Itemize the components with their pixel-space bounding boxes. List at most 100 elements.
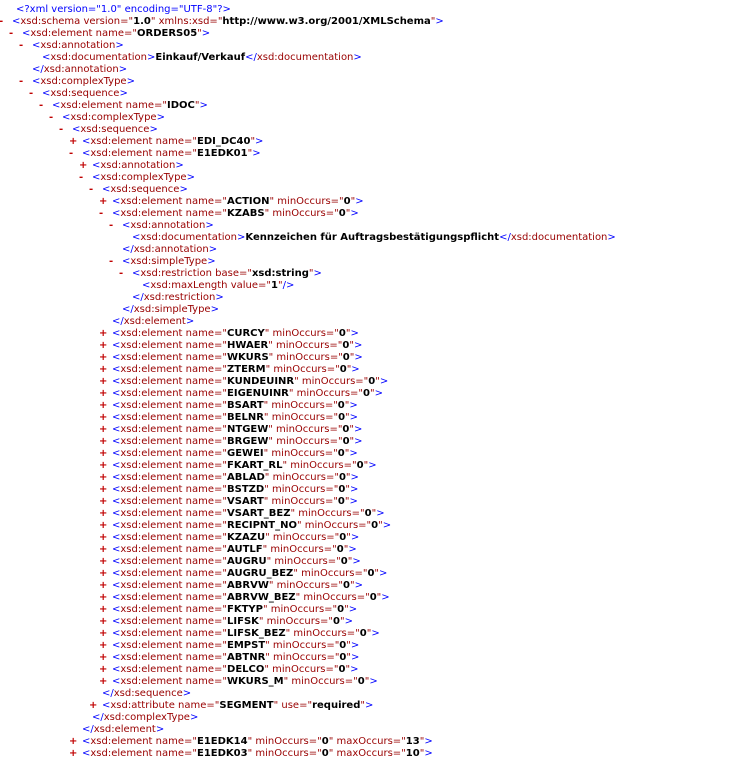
xml-line[interactable]: +<xsd:element name="AUGRU" minOccurs="0"…	[0, 556, 752, 568]
xml-line[interactable]: +<xsd:element name="BSTZD" minOccurs="0"…	[0, 484, 752, 496]
xml-line[interactable]: +<xsd:element name="KUNDEUINR" minOccurs…	[0, 376, 752, 388]
collapse-toggle[interactable]: -	[49, 112, 54, 123]
xml-line[interactable]: -<xsd:restriction base="xsd:string">	[0, 268, 752, 280]
expand-toggle[interactable]: +	[99, 448, 108, 459]
expand-toggle[interactable]: +	[89, 700, 98, 711]
xml-line[interactable]: +<xsd:element name="ABLAD" minOccurs="0"…	[0, 472, 752, 484]
expand-toggle[interactable]: +	[69, 136, 78, 147]
collapse-toggle[interactable]: -	[19, 40, 24, 51]
xml-line[interactable]: +<xsd:element name="EDI_DC40">	[0, 136, 752, 148]
expand-toggle[interactable]: +	[99, 532, 108, 543]
xml-line[interactable]: +<xsd:element name="ZTERM" minOccurs="0"…	[0, 364, 752, 376]
expand-toggle[interactable]: +	[99, 484, 108, 495]
xml-line[interactable]: -<xsd:element name="ORDERS05">	[0, 28, 752, 40]
xml-line[interactable]: +<xsd:element name="BRGEW" minOccurs="0"…	[0, 436, 752, 448]
xml-line[interactable]: +<xsd:element name="FKART_RL" minOccurs=…	[0, 460, 752, 472]
xml-line[interactable]: -<xsd:simpleType>	[0, 256, 752, 268]
collapse-toggle[interactable]: -	[69, 148, 74, 159]
collapse-toggle[interactable]: -	[109, 256, 114, 267]
expand-toggle[interactable]: +	[69, 736, 78, 747]
xml-line[interactable]: +<xsd:element name="DELCO" minOccurs="0"…	[0, 664, 752, 676]
collapse-toggle[interactable]: -	[19, 76, 24, 87]
expand-toggle[interactable]: +	[99, 412, 108, 423]
xml-line[interactable]: +<xsd:element name="NTGEW" minOccurs="0"…	[0, 424, 752, 436]
expand-toggle[interactable]: +	[99, 508, 108, 519]
expand-toggle[interactable]: +	[99, 436, 108, 447]
expand-toggle[interactable]: +	[99, 196, 108, 207]
xml-line[interactable]: -<xsd:annotation>	[0, 40, 752, 52]
expand-toggle[interactable]: +	[99, 352, 108, 363]
xml-line[interactable]: +<xsd:element name="WKURS_M" minOccurs="…	[0, 676, 752, 688]
xml-line[interactable]: -<xsd:annotation>	[0, 220, 752, 232]
xml-line[interactable]: +<xsd:element name="ABRVW" minOccurs="0"…	[0, 580, 752, 592]
xml-line[interactable]: +<xsd:element name="BELNR" minOccurs="0"…	[0, 412, 752, 424]
expand-toggle[interactable]: +	[99, 340, 108, 351]
expand-toggle[interactable]: +	[99, 592, 108, 603]
expand-toggle[interactable]: +	[99, 556, 108, 567]
xml-line[interactable]: +<xsd:element name="VSART_BEZ" minOccurs…	[0, 508, 752, 520]
xml-line[interactable]: +<xsd:element name="E1EDK03" minOccurs="…	[0, 748, 752, 760]
expand-toggle[interactable]: +	[99, 424, 108, 435]
xml-line[interactable]: -<xsd:element name="KZABS" minOccurs="0"…	[0, 208, 752, 220]
expand-toggle[interactable]: +	[99, 568, 108, 579]
xml-line[interactable]: +<xsd:element name="AUTLF" minOccurs="0"…	[0, 544, 752, 556]
expand-toggle[interactable]: +	[79, 160, 88, 171]
expand-toggle[interactable]: +	[99, 496, 108, 507]
expand-toggle[interactable]: +	[99, 544, 108, 555]
collapse-toggle[interactable]: -	[29, 88, 34, 99]
xml-line[interactable]: +<xsd:element name="BSART" minOccurs="0"…	[0, 400, 752, 412]
xml-line[interactable]: -<xsd:sequence>	[0, 88, 752, 100]
xml-line[interactable]: +<xsd:element name="ABTNR" minOccurs="0"…	[0, 652, 752, 664]
expand-toggle[interactable]: +	[99, 676, 108, 687]
collapse-toggle[interactable]: -	[89, 184, 94, 195]
expand-toggle[interactable]: +	[99, 364, 108, 375]
xml-line[interactable]: +<xsd:element name="ACTION" minOccurs="0…	[0, 196, 752, 208]
collapse-toggle[interactable]: -	[109, 220, 114, 231]
xml-line[interactable]: +<xsd:element name="KZAZU" minOccurs="0"…	[0, 532, 752, 544]
xml-line[interactable]: -<xsd:complexType>	[0, 172, 752, 184]
xml-line[interactable]: +<xsd:element name="GEWEI" minOccurs="0"…	[0, 448, 752, 460]
collapse-toggle[interactable]: -	[0, 16, 9, 28]
expand-toggle[interactable]: +	[99, 616, 108, 627]
xml-line[interactable]: +<xsd:element name="FKTYP" minOccurs="0"…	[0, 604, 752, 616]
collapse-toggle[interactable]: -	[39, 100, 44, 111]
expand-toggle[interactable]: +	[99, 400, 108, 411]
xml-line[interactable]: +<xsd:element name="CURCY" minOccurs="0"…	[0, 328, 752, 340]
xml-line[interactable]: -<xsd:schema version="1.0" xmlns:xsd="ht…	[0, 16, 752, 28]
expand-toggle[interactable]: +	[99, 520, 108, 531]
expand-toggle[interactable]: +	[99, 664, 108, 675]
expand-toggle[interactable]: +	[99, 580, 108, 591]
collapse-toggle[interactable]: -	[119, 268, 124, 279]
expand-toggle[interactable]: +	[69, 748, 78, 759]
collapse-toggle[interactable]: -	[9, 28, 14, 39]
expand-toggle[interactable]: +	[99, 604, 108, 615]
xml-line[interactable]: +<xsd:element name="ABRVW_BEZ" minOccurs…	[0, 592, 752, 604]
xml-line[interactable]: +<xsd:element name="AUGRU_BEZ" minOccurs…	[0, 568, 752, 580]
xml-line[interactable]: +<xsd:element name="VSART" minOccurs="0"…	[0, 496, 752, 508]
xml-line[interactable]: +<xsd:annotation>	[0, 160, 752, 172]
xml-line[interactable]: -<xsd:complexType>	[0, 112, 752, 124]
collapse-toggle[interactable]: -	[59, 124, 64, 135]
xml-line[interactable]: +<xsd:element name="EIGENUINR" minOccurs…	[0, 388, 752, 400]
expand-toggle[interactable]: +	[99, 640, 108, 651]
xml-line[interactable]: -<xsd:element name="E1EDK01">	[0, 148, 752, 160]
xml-line[interactable]: +<xsd:element name="RECIPNT_NO" minOccur…	[0, 520, 752, 532]
xml-line[interactable]: -<xsd:element name="IDOC">	[0, 100, 752, 112]
xml-line[interactable]: +<xsd:attribute name="SEGMENT" use="requ…	[0, 700, 752, 712]
collapse-toggle[interactable]: -	[99, 208, 104, 219]
xml-line[interactable]: +<xsd:element name="LIFSK_BEZ" minOccurs…	[0, 628, 752, 640]
expand-toggle[interactable]: +	[99, 472, 108, 483]
expand-toggle[interactable]: +	[99, 460, 108, 471]
expand-toggle[interactable]: +	[99, 652, 108, 663]
xml-line[interactable]: +<xsd:element name="HWAER" minOccurs="0"…	[0, 340, 752, 352]
xml-line[interactable]: +<xsd:element name="E1EDK14" minOccurs="…	[0, 736, 752, 748]
xml-line[interactable]: -<xsd:complexType>	[0, 76, 752, 88]
xml-line[interactable]: +<xsd:element name="EMPST" minOccurs="0"…	[0, 640, 752, 652]
xml-line[interactable]: +<xsd:element name="WKURS" minOccurs="0"…	[0, 352, 752, 364]
expand-toggle[interactable]: +	[99, 328, 108, 339]
xml-line[interactable]: -<xsd:sequence>	[0, 184, 752, 196]
expand-toggle[interactable]: +	[99, 376, 108, 387]
collapse-toggle[interactable]: -	[79, 172, 84, 183]
expand-toggle[interactable]: +	[99, 628, 108, 639]
xml-line[interactable]: +<xsd:element name="LIFSK" minOccurs="0"…	[0, 616, 752, 628]
